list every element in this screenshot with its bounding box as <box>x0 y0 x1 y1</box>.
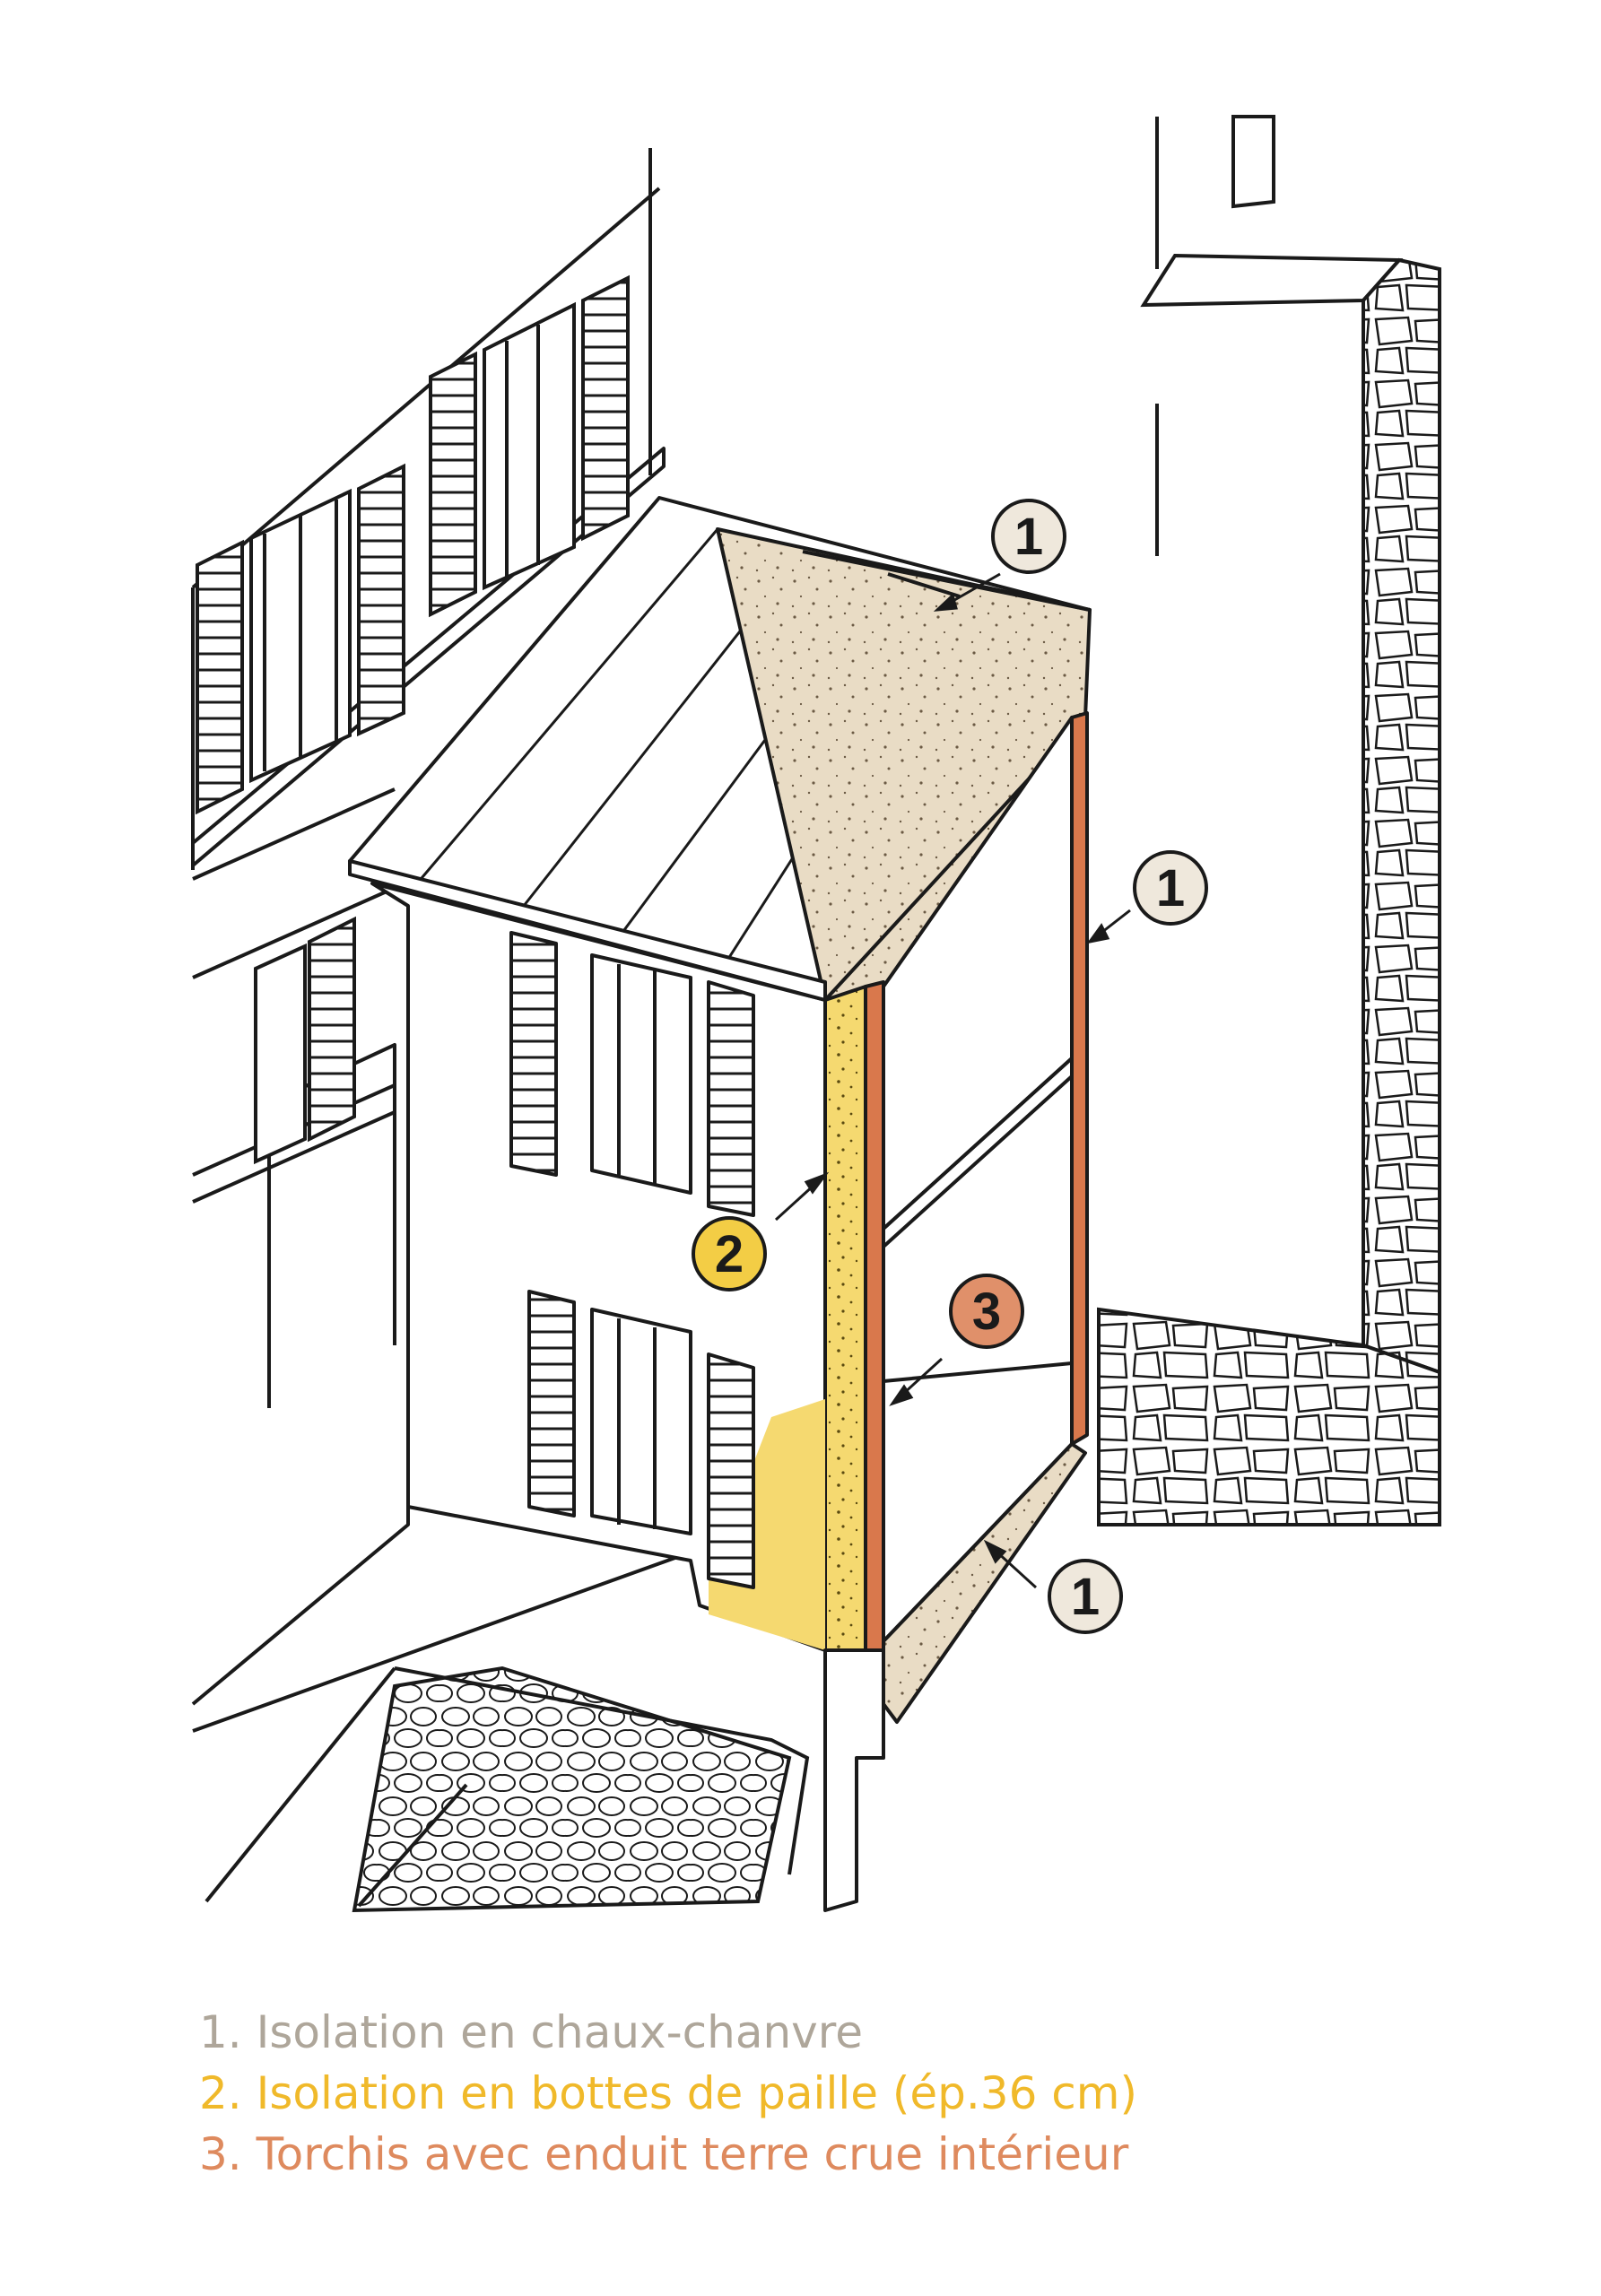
callout-circle <box>1133 850 1208 926</box>
svg-text:1: 1 <box>1014 508 1043 566</box>
svg-text:1: 1 <box>1071 1568 1100 1626</box>
building-section-illustration: 1 1 1 2 3 <box>191 115 1441 1913</box>
svg-text:1: 1 <box>1156 859 1185 918</box>
legend: 1. Isolation en chaux-chanvre 2. Isolati… <box>199 2002 1500 2185</box>
callout-circle <box>949 1274 1024 1349</box>
legend-item-cob: 3. Torchis avec enduit terre crue intéri… <box>199 2128 1129 2180</box>
callout-2-straw: 2 <box>692 1216 767 1292</box>
callout-1-ground-slab: 1 <box>1048 1559 1123 1634</box>
callout-circle <box>692 1216 767 1292</box>
callout-3-cob: 3 <box>949 1274 1024 1349</box>
callout-circle <box>1048 1559 1123 1634</box>
background-windows <box>196 274 630 1165</box>
main-house <box>348 496 1092 1912</box>
svg-text:2: 2 <box>715 1225 744 1283</box>
leader-arrows <box>774 572 1131 1589</box>
legend-item-straw: 2. Isolation en bottes de paille (ép.36 … <box>199 2067 1137 2119</box>
callout-1-side-wall: 1 <box>1133 850 1208 926</box>
stone-wall <box>1097 115 1441 1526</box>
callout-circle <box>991 499 1066 574</box>
legend-item-hemp-lime: 1. Isolation en chaux-chanvre <box>199 2006 863 2058</box>
svg-text:3: 3 <box>972 1283 1001 1341</box>
callout-1-roof: 1 <box>991 499 1066 574</box>
courtyard <box>204 1665 810 1913</box>
